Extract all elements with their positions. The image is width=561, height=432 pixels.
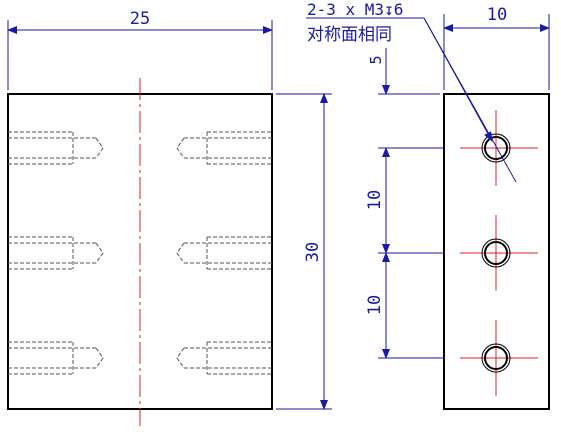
- hidden-holes-right: [176, 131, 272, 375]
- dimension-height-30: [276, 93, 332, 410]
- hidden-hole-right-2: [176, 236, 272, 270]
- dimension-height-label: 30: [303, 242, 323, 262]
- dimension-spacing-label-1: 10: [365, 190, 385, 210]
- thread-callout-line1: 2-3 x M3↧6: [307, 0, 403, 19]
- hole-centerlines: [460, 110, 538, 396]
- hidden-hole-left-1: [8, 131, 104, 165]
- front-view: 25 30: [7, 9, 332, 426]
- thread-callout-leader: [306, 17, 517, 183]
- dimension-chain: [378, 48, 444, 359]
- side-view: 10 5 10 10 2-3 x M3↧6 对称面相同: [306, 0, 550, 410]
- dimension-width-25: [7, 20, 273, 90]
- dimension-top-offset-label: 5: [367, 55, 385, 64]
- dimension-width-label: 25: [130, 9, 150, 29]
- side-view-outline: [443, 93, 550, 410]
- hidden-holes-left: [8, 131, 104, 375]
- dimension-side-width-10: [443, 14, 550, 90]
- hidden-hole-left-2: [8, 236, 104, 270]
- dimension-side-width-label: 10: [487, 5, 507, 25]
- hidden-hole-right-3: [176, 341, 272, 375]
- dimension-spacing-label-2: 10: [365, 295, 385, 315]
- thread-callout-line2: 对称面相同: [307, 25, 392, 45]
- tapped-hole-2: [481, 238, 511, 268]
- tapped-hole-3: [481, 343, 511, 373]
- hidden-hole-right-1: [176, 131, 272, 165]
- tapped-hole-1: [481, 133, 511, 163]
- hidden-hole-left-3: [8, 341, 104, 375]
